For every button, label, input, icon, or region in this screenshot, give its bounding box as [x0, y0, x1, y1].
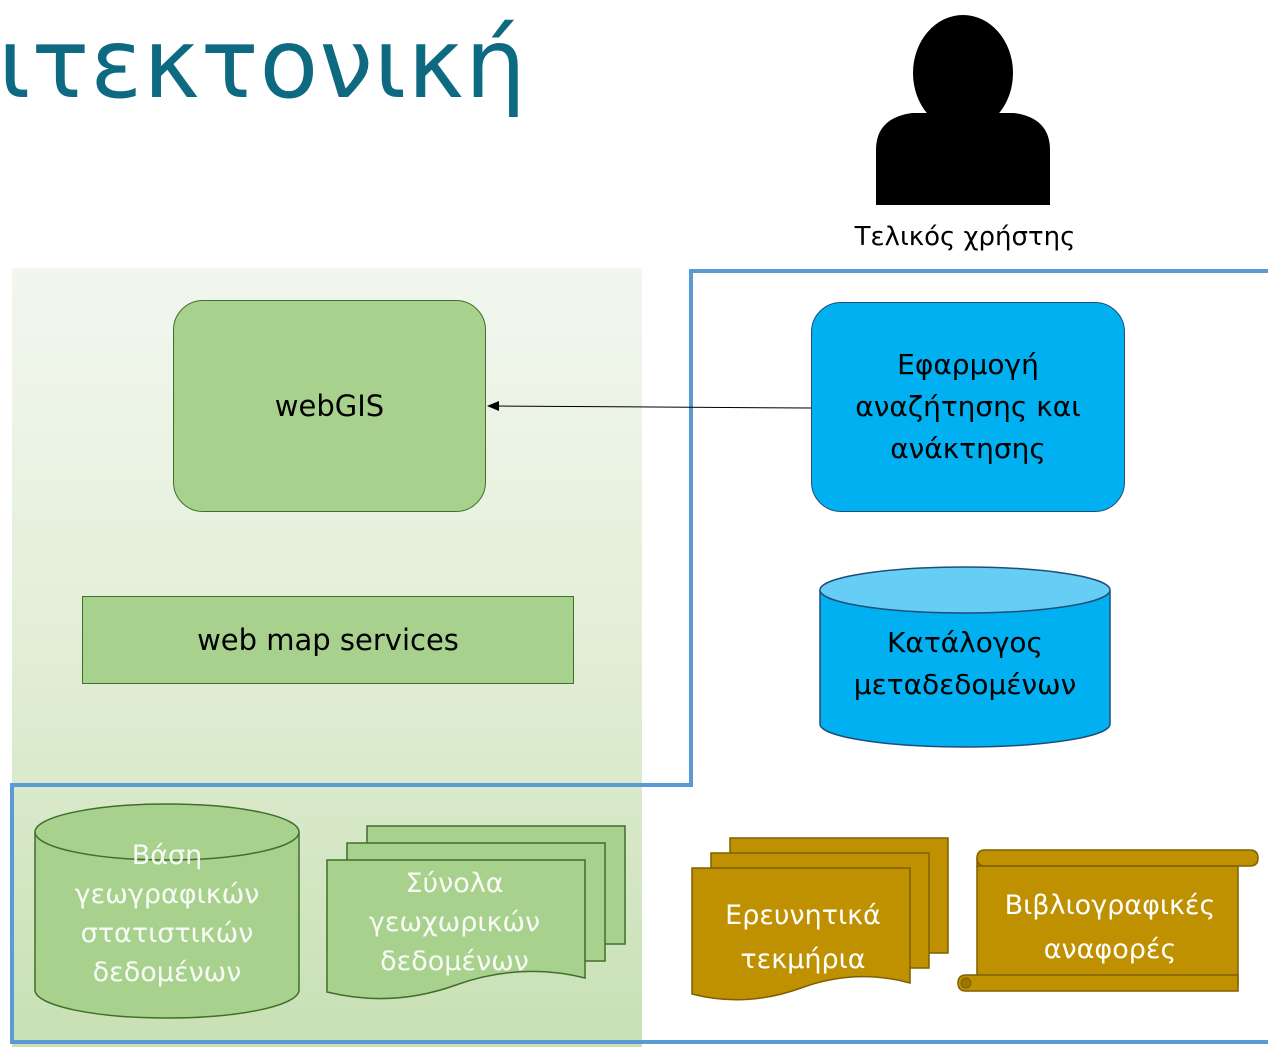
research-docs-label: Ερευνητικά τεκμήρια: [725, 900, 881, 975]
user-silhouette-icon: [876, 15, 1050, 205]
metadata-catalog-label: Κατάλογος μεταδεδομένων: [853, 626, 1077, 701]
metadata-catalog-cylinder: [819, 566, 1111, 748]
geo-stat-db-cylinder: [34, 803, 300, 1019]
search-app-node: Εφαρμογή αναζήτησης και ανάκτησης: [811, 302, 1125, 512]
research-docs-stack: [691, 837, 949, 1001]
end-user-label: Τελικός χρήστης: [854, 222, 1076, 252]
webgis-node: webGIS: [173, 300, 486, 512]
bibliographic-refs-label: Βιβλιογραφικές αναφορές: [1004, 890, 1216, 965]
app-to-webgis-arrow: [487, 401, 812, 411]
web-map-services-label: web map services: [197, 623, 459, 657]
web-map-services-node: web map services: [82, 596, 574, 684]
bibliographic-scroll: [957, 849, 1259, 992]
page-title: ιτεκτονική: [0, 8, 527, 120]
search-app-label: Εφαρμογή αναζήτησης και ανάκτησης: [855, 348, 1081, 465]
webgis-label: webGIS: [274, 389, 385, 423]
geospatial-sets-stack: [326, 825, 626, 1000]
geospatial-sets-label: Σύνολα γεωχωρικών δεδομένων: [368, 868, 541, 977]
geo-stat-db-label: Βάση γεωγραφικών στατιστικών δεδομένων: [74, 840, 260, 988]
metadata-region-border: [10, 269, 1268, 1044]
